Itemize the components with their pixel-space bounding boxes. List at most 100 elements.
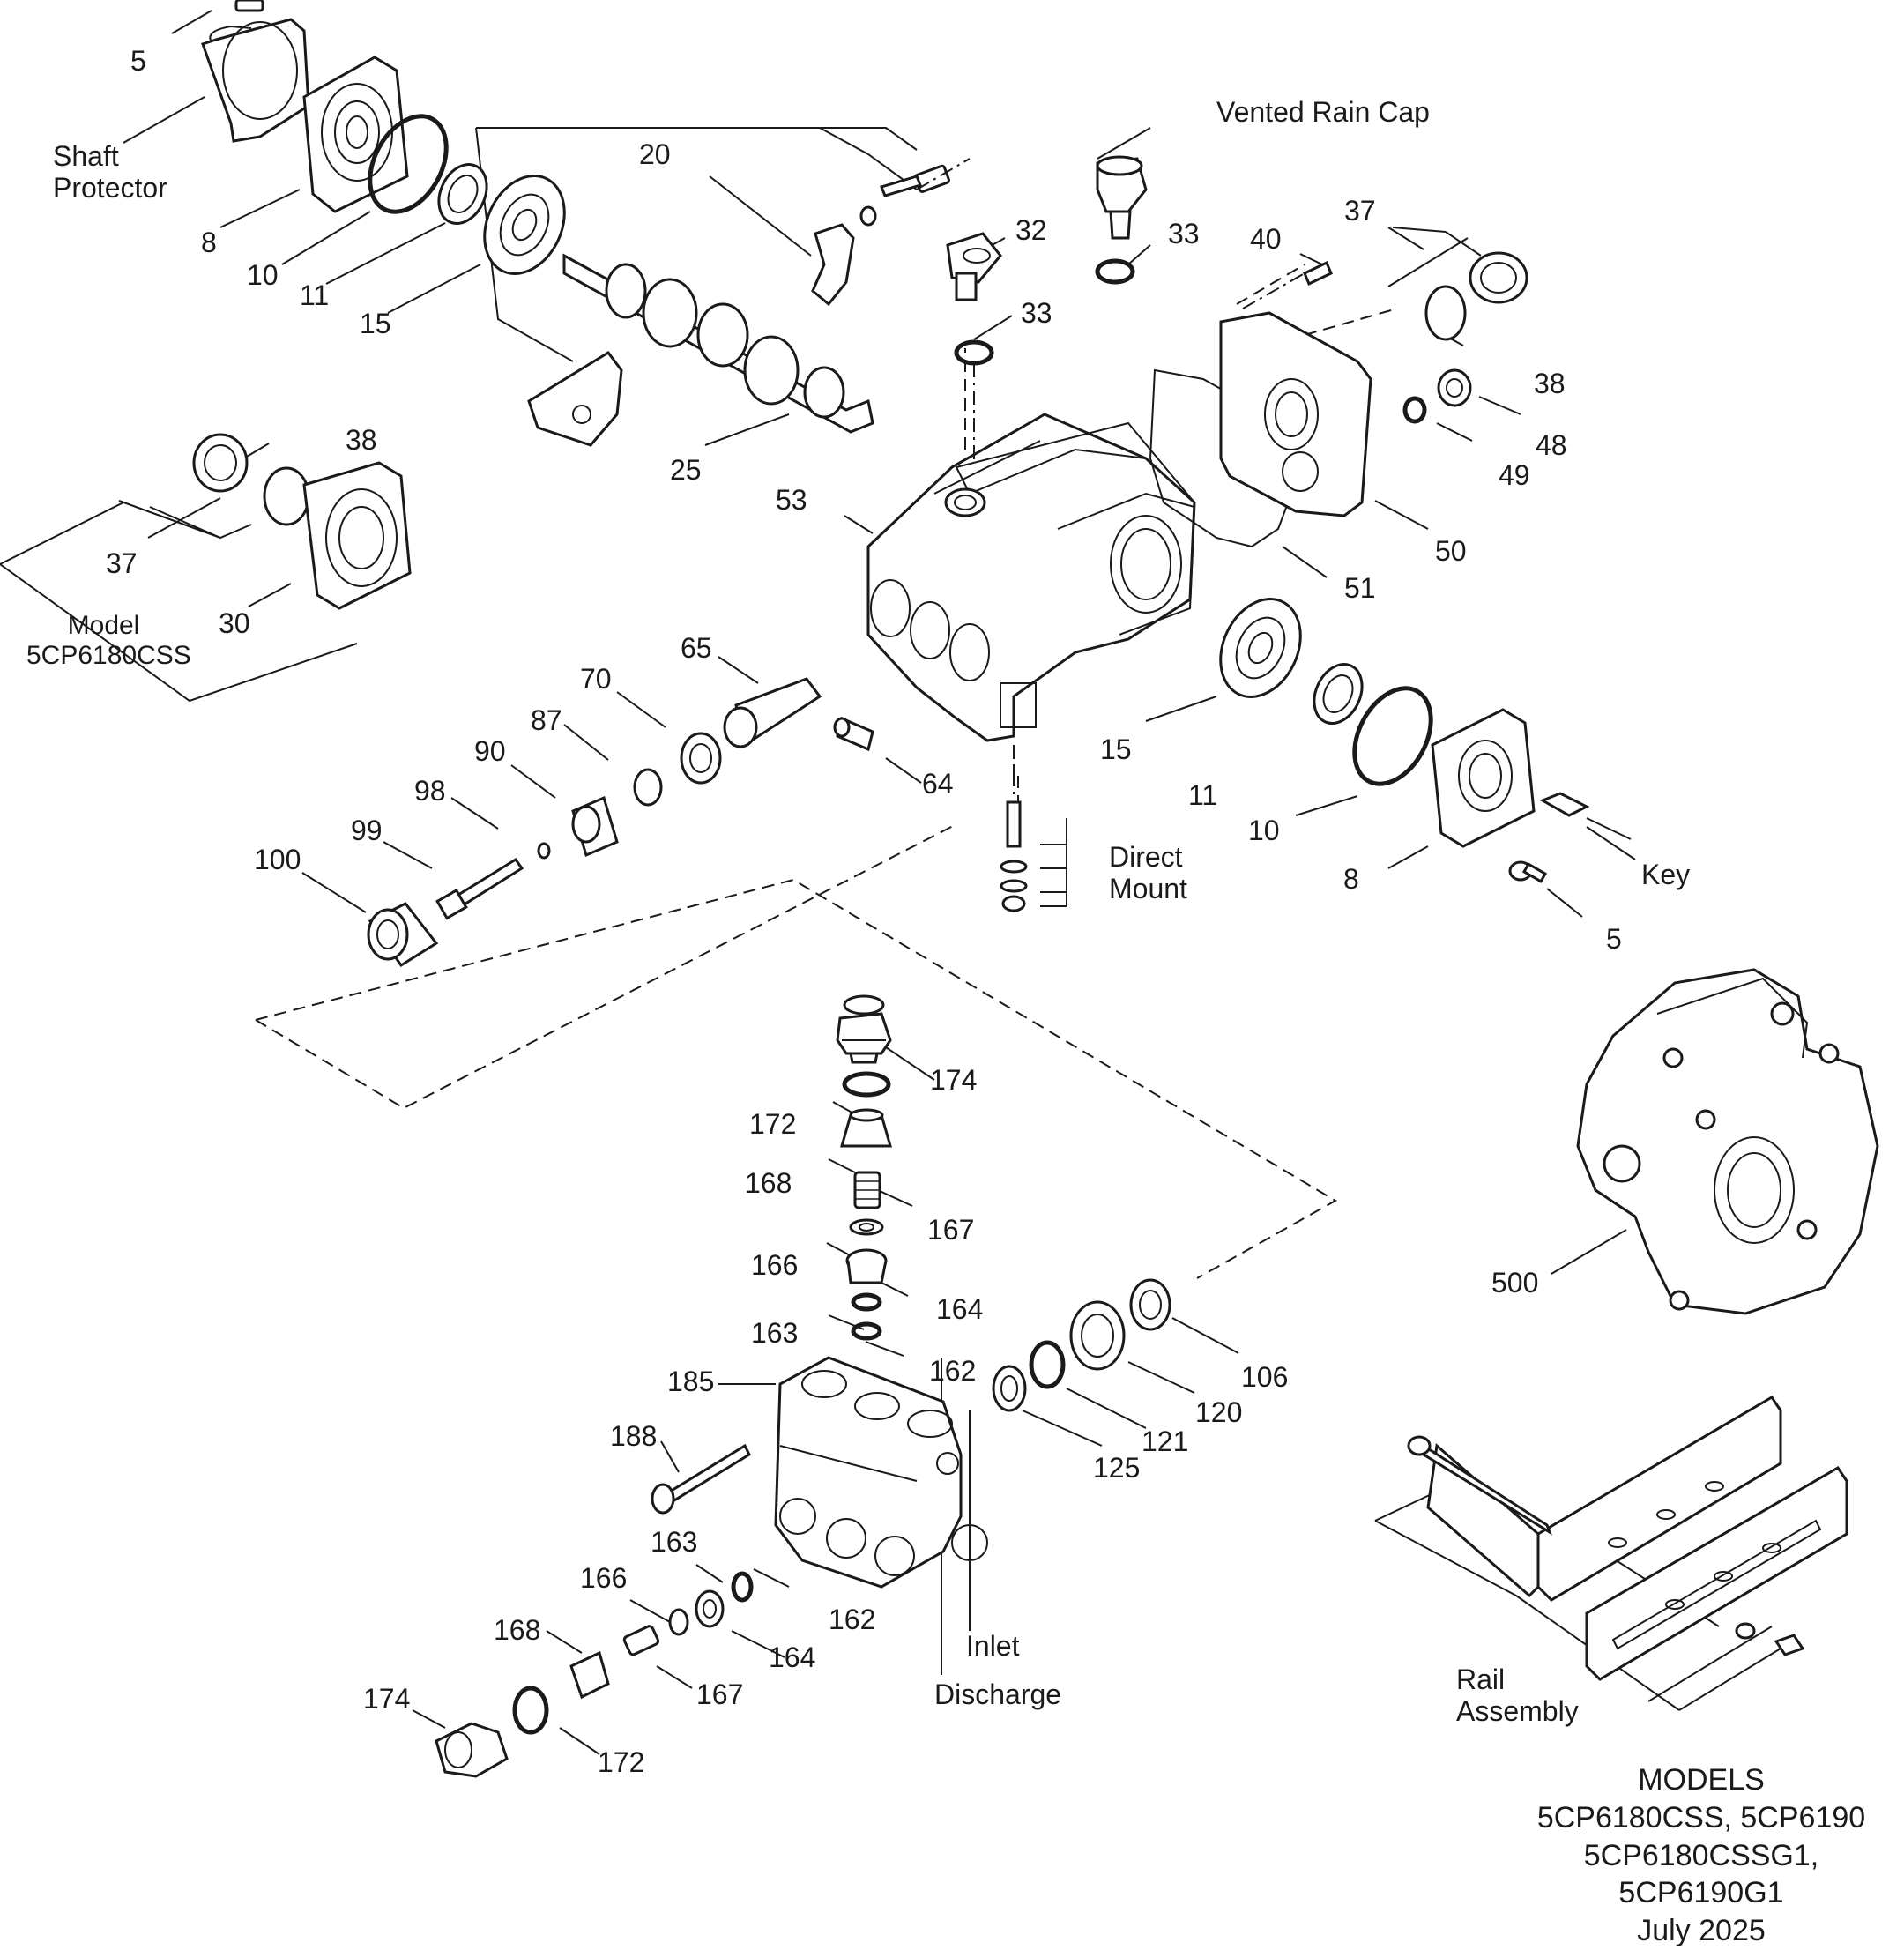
part-174-plug-bottom — [435, 1722, 509, 1778]
part-key — [1539, 792, 1590, 817]
part-40-screw — [1303, 260, 1333, 287]
label-172-top: 172 — [749, 1108, 797, 1140]
part-38-washer-right — [1424, 285, 1467, 341]
label-174-top: 174 — [930, 1064, 978, 1096]
label-30: 30 — [219, 607, 250, 639]
part-100-nut — [367, 902, 439, 968]
label-32: 32 — [1015, 214, 1047, 246]
label-163-top: 163 — [751, 1317, 799, 1349]
part-188-bolt — [651, 1443, 751, 1515]
label-20: 20 — [639, 138, 671, 170]
part-rail-assembly — [1407, 1395, 1848, 1681]
part-166-washer-bottom — [668, 1608, 689, 1636]
label-51: 51 — [1344, 572, 1376, 604]
part-64-pin — [833, 716, 874, 752]
models-heading: MODELS — [1638, 1763, 1765, 1797]
part-120-seal — [1069, 1300, 1126, 1371]
part-174-plug-top — [836, 994, 892, 1064]
label-inlet: Inlet — [966, 1630, 1020, 1662]
label-65: 65 — [681, 632, 712, 664]
part-33-oring-a — [1095, 258, 1135, 285]
part-172-oring-top — [842, 1071, 891, 1098]
part-167-spring-top — [853, 1171, 881, 1209]
label-100: 100 — [254, 844, 301, 875]
part-20-connecting-rod-caps — [527, 223, 855, 447]
part-15-bearing-top — [483, 175, 566, 275]
part-shaft-protector — [201, 18, 310, 143]
part-25-crankshaft — [562, 253, 874, 434]
part-direct-mount-hardware — [1000, 800, 1028, 912]
label-shaft-protector: Shaft Protector — [53, 140, 167, 204]
label-direct-mount: Direct Mount — [1109, 841, 1187, 904]
part-172-oring-bottom — [512, 1686, 549, 1735]
part-vented-rain-cap — [1096, 155, 1148, 240]
label-121: 121 — [1142, 1425, 1189, 1457]
part-99-bolt — [435, 857, 524, 920]
part-500-gearbox — [1576, 968, 1879, 1315]
label-key: Key — [1641, 859, 1691, 890]
part-5-screw-bottom — [1508, 860, 1548, 883]
part-168-retainer-bottom — [569, 1650, 610, 1700]
part-10-oring-bottom — [1352, 686, 1433, 786]
label-166-top: 166 — [751, 1249, 799, 1281]
part-48-plug — [1437, 368, 1472, 407]
part-8-flange-top — [302, 56, 409, 213]
part-30-flange — [302, 461, 412, 610]
label-33-a: 33 — [1168, 218, 1200, 249]
label-33-b: 33 — [1021, 297, 1052, 329]
label-70: 70 — [580, 663, 612, 695]
part-53-crankcase — [866, 413, 1196, 742]
label-185: 185 — [667, 1366, 715, 1397]
label-120: 120 — [1195, 1396, 1243, 1428]
label-500: 500 — [1491, 1267, 1539, 1299]
part-87-washer — [633, 768, 663, 807]
label-168-bottom: 168 — [494, 1614, 541, 1646]
part-15-bearing-bottom — [1219, 598, 1302, 698]
part-37-plug-left — [192, 433, 249, 493]
part-10-oring-top — [368, 114, 449, 214]
label-38-right: 38 — [1534, 368, 1566, 399]
label-40: 40 — [1250, 223, 1282, 255]
label-8-top: 8 — [201, 227, 217, 258]
center-lines — [916, 158, 1305, 798]
part-166-washer-top — [849, 1218, 884, 1236]
part-125-ring — [992, 1365, 1027, 1412]
label-53: 53 — [776, 484, 807, 516]
label-125: 125 — [1093, 1452, 1141, 1484]
label-98: 98 — [414, 775, 446, 807]
label-167-bottom: 167 — [696, 1678, 744, 1710]
part-185-manifold — [774, 1356, 988, 1589]
label-90: 90 — [474, 735, 506, 767]
label-167-top: 167 — [927, 1214, 975, 1246]
label-11-bottom: 11 — [1188, 779, 1218, 811]
label-188: 188 — [610, 1420, 658, 1452]
part-32-plug — [946, 232, 1002, 301]
label-38-left: 38 — [346, 424, 377, 456]
label-37-right: 37 — [1344, 195, 1376, 227]
label-164-bottom: 164 — [769, 1641, 816, 1673]
label-8-bottom: 8 — [1343, 863, 1359, 895]
part-163-oring-top — [851, 1292, 882, 1312]
label-10-top: 10 — [247, 259, 279, 291]
label-163-bottom: 163 — [651, 1526, 698, 1558]
part-20-washer — [859, 205, 877, 227]
part-164-valve-top — [845, 1248, 888, 1284]
part-164-valve-bottom — [695, 1589, 725, 1628]
part-163-oring-bottom — [731, 1571, 754, 1603]
models-line-2: 5CP6180CSSG1, 5CP6190G1 — [1583, 1838, 1819, 1910]
label-11-top: 11 — [300, 279, 330, 311]
label-15-top: 15 — [360, 308, 391, 339]
part-11-seal-top — [437, 163, 488, 225]
label-162-top: 162 — [929, 1355, 977, 1387]
models-line-1: 5CP6180CSS, 5CP6190 — [1536, 1800, 1866, 1835]
label-discharge: Discharge — [934, 1678, 1062, 1710]
part-5-screw-top — [234, 0, 264, 12]
label-48: 48 — [1536, 429, 1567, 461]
part-33-oring-b — [954, 339, 994, 366]
part-20-screw — [879, 164, 950, 197]
label-168-top: 168 — [745, 1167, 792, 1199]
label-25: 25 — [670, 454, 702, 486]
label-15-bottom: 15 — [1100, 733, 1132, 765]
part-90-spacer — [571, 795, 619, 858]
